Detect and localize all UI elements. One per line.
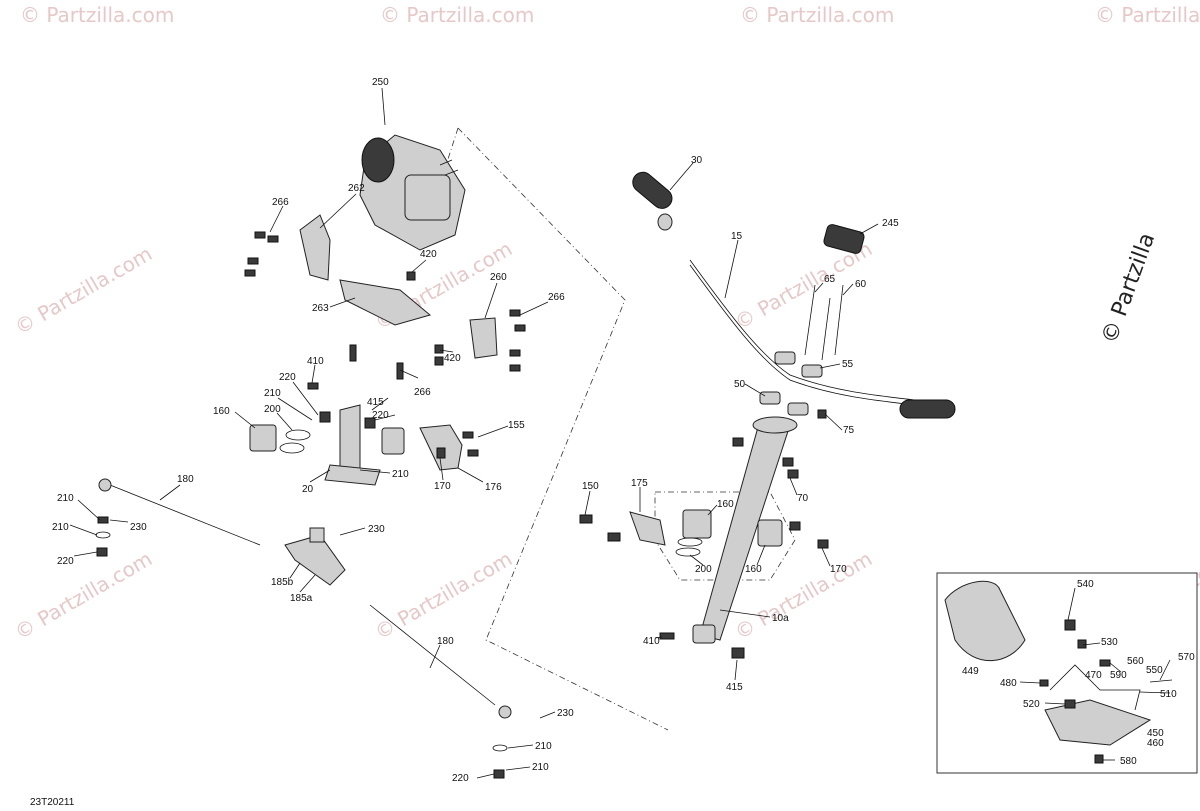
power-steering-unit <box>359 134 466 251</box>
callout-420: 420 <box>420 249 437 260</box>
callout-210: 210 <box>532 762 549 773</box>
callout-30: 30 <box>691 155 703 166</box>
callout-450: 450 <box>1147 728 1164 739</box>
callout-266: 266 <box>548 292 565 303</box>
callout-210: 210 <box>52 522 69 533</box>
callout-230: 230 <box>368 524 385 535</box>
callout-170: 170 <box>434 481 451 492</box>
callout-160: 160 <box>745 564 762 575</box>
watermark-text: © Partzilla.com <box>371 546 517 644</box>
watermark-side-text: © Partzilla <box>1097 230 1160 347</box>
diagram-reference-code: 23T20211 <box>30 797 75 808</box>
callout-570: 570 <box>1178 652 1195 663</box>
callout-580: 580 <box>1120 756 1137 767</box>
callout-200: 200 <box>264 404 281 415</box>
callout-262: 262 <box>348 183 365 194</box>
bracket-260 <box>469 317 498 359</box>
callout-520: 520 <box>1023 699 1040 710</box>
callout-230: 230 <box>130 522 147 533</box>
callout-60: 60 <box>855 279 867 290</box>
callout-50: 50 <box>734 379 746 390</box>
watermark-text: © Partzilla.com <box>20 3 174 27</box>
callout-410: 410 <box>307 356 324 367</box>
callout-210: 210 <box>392 469 409 480</box>
bracket-262 <box>299 214 432 326</box>
callout-510: 510 <box>1160 689 1177 700</box>
callout-220: 220 <box>452 773 469 784</box>
watermark-text: © Partzilla.com <box>740 3 894 27</box>
callout-480: 480 <box>1000 678 1017 689</box>
callout-155: 155 <box>508 420 525 431</box>
callout-70: 70 <box>797 493 809 504</box>
callout-160: 160 <box>717 499 734 510</box>
lower-column-20 <box>249 382 479 486</box>
callout-266: 266 <box>272 197 289 208</box>
callout-460: 460 <box>1147 738 1164 749</box>
callout-55: 55 <box>842 359 854 370</box>
callout-220: 220 <box>279 372 296 383</box>
callout-230: 230 <box>557 708 574 719</box>
callout-185a: 185a <box>290 593 313 604</box>
assembly-outline <box>429 127 669 731</box>
handlebar-clamps <box>732 284 844 479</box>
handlebar-15 <box>632 171 956 419</box>
callout-176: 176 <box>485 482 502 493</box>
callout-250: 250 <box>372 77 389 88</box>
watermark-text: © Partzilla.com <box>11 546 157 644</box>
callout-410: 410 <box>643 636 660 647</box>
callout-263: 263 <box>312 303 329 314</box>
callout-10a: 10a <box>772 613 789 624</box>
leader-lines <box>69 87 1171 779</box>
watermark-text: © Partzilla.com <box>380 3 534 27</box>
column-mid-parts <box>579 509 829 557</box>
callout-20: 20 <box>302 484 314 495</box>
callout-210: 210 <box>535 741 552 752</box>
tie-rods-180 <box>95 478 512 779</box>
callout-160: 160 <box>213 406 230 417</box>
watermark-text: © Partzilla.com <box>731 546 877 644</box>
callout-260: 260 <box>490 272 507 283</box>
callout-449: 449 <box>962 666 979 677</box>
callout-415: 415 <box>367 397 384 408</box>
callout-470: 470 <box>1085 670 1102 681</box>
handguard-inset <box>936 572 1198 774</box>
callout-180: 180 <box>437 636 454 647</box>
callout-175: 175 <box>631 478 648 489</box>
callout-170: 170 <box>830 564 847 575</box>
callout-65: 65 <box>824 274 836 285</box>
watermark-text: © Partzilla.com <box>11 241 157 339</box>
callout-220: 220 <box>372 410 389 421</box>
callout-210: 210 <box>57 493 74 504</box>
callout-560: 560 <box>1127 656 1144 667</box>
watermark-layer: © Partzilla.com © Partzilla.com © Partzi… <box>11 3 1200 649</box>
callout-550: 550 <box>1146 665 1163 676</box>
watermark-text: © Partzilla.com <box>1095 3 1200 27</box>
callout-266: 266 <box>414 387 431 398</box>
callout-180: 180 <box>177 474 194 485</box>
callout-220: 220 <box>57 556 74 567</box>
callout-540: 540 <box>1077 579 1094 590</box>
callout-15: 15 <box>731 231 743 242</box>
callout-590: 590 <box>1110 670 1127 681</box>
callout-415: 415 <box>726 682 743 693</box>
steering-column-10a <box>659 416 798 659</box>
callout-245: 245 <box>882 218 899 229</box>
callout-200: 200 <box>695 564 712 575</box>
bolts-266 <box>244 231 526 380</box>
callout-150: 150 <box>582 481 599 492</box>
callout-labels: 250 262 266 420 263 260 266 420 266 410 … <box>52 77 1195 784</box>
callout-530: 530 <box>1101 637 1118 648</box>
callout-185b: 185b <box>271 577 294 588</box>
callout-210: 210 <box>264 388 281 399</box>
callout-420: 420 <box>444 353 461 364</box>
callout-75: 75 <box>843 425 855 436</box>
